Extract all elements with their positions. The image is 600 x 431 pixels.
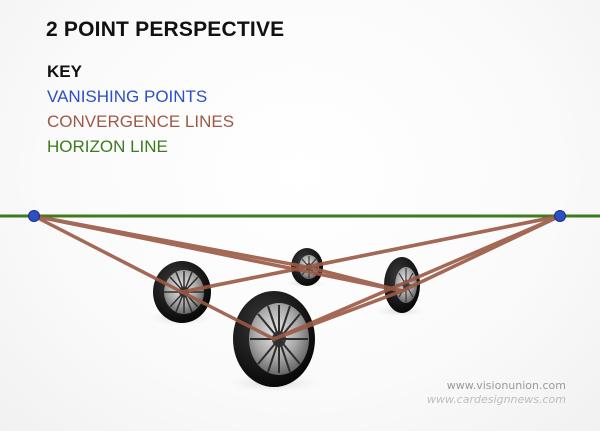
legend-item-horizon-line: HORIZON LINE — [47, 137, 168, 156]
vanishing-points — [28, 210, 566, 222]
legend-heading: KEY — [47, 62, 82, 81]
wheel-base-back-to-right — [305, 265, 404, 293]
wheel-base-left-to-back — [180, 265, 309, 294]
wheel-base-right-to-front — [272, 289, 404, 341]
convergence-lines — [32, 214, 562, 341]
legend-item-vanishing-points: VANISHING POINTS — [47, 87, 208, 106]
convergence-line-left-to-left-wheel — [32, 214, 184, 294]
convergence-line-right-to-front — [272, 214, 562, 341]
vanishing-point-left — [28, 210, 40, 222]
vanishing-point-right — [554, 210, 566, 222]
convergence-line-left-to-right — [32, 214, 404, 293]
watermark: www.visionunion.com www.cardesignnews.co… — [427, 379, 566, 407]
watermark-line-1: www.visionunion.com — [446, 379, 566, 392]
page-title: 2 POINT PERSPECTIVE — [46, 18, 285, 41]
wheel-base-left-to-front — [180, 290, 276, 341]
legend: KEY VANISHING POINTS CONVERGENCE LINES H… — [47, 59, 234, 159]
watermark-line-2: www.cardesignnews.com — [426, 393, 566, 406]
legend-item-convergence-lines: CONVERGENCE LINES — [47, 112, 235, 131]
